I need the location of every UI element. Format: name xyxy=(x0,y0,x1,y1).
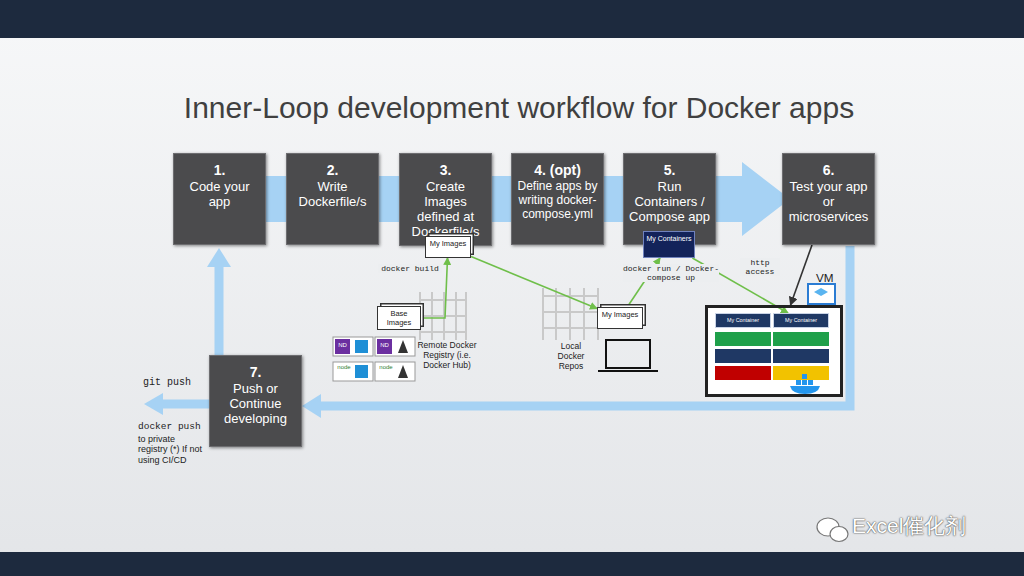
step-number: 4. (opt) xyxy=(516,162,599,179)
image-logos xyxy=(355,340,368,353)
container-card: My Containers xyxy=(643,231,695,258)
logo-text: ND xyxy=(377,342,392,349)
node-text: Write Dockerfile/s xyxy=(291,179,374,209)
node-text: Base Images xyxy=(379,309,419,327)
return-loop xyxy=(215,264,224,355)
vm-interior xyxy=(715,366,771,380)
connector xyxy=(471,257,597,309)
step-number: 7. xyxy=(214,364,297,381)
image-logos xyxy=(333,337,373,356)
step-number: 1. xyxy=(178,162,261,179)
command-label: git push xyxy=(143,377,203,389)
process-box: 2.Write Dockerfile/s xyxy=(286,153,379,245)
access-label: http access xyxy=(740,258,780,276)
vm-interior xyxy=(708,308,840,394)
vm-host: VMMy ContainerMy Container xyxy=(705,305,843,397)
loop-arrowheads xyxy=(144,393,163,415)
vm-interior xyxy=(773,366,829,380)
process-box: 6.Test your app or microservices xyxy=(782,153,875,245)
docker-whale xyxy=(790,374,820,394)
node-text: My Container xyxy=(774,314,828,326)
repo-label: Local Docker Repos xyxy=(549,342,593,371)
process-box: 7.Push or Continue developing xyxy=(209,355,302,447)
docker-whale xyxy=(802,374,807,379)
local-repo-rack xyxy=(543,288,598,340)
return-loop xyxy=(162,400,209,409)
node-text: My Containers xyxy=(645,234,693,243)
process-box: 4. (opt)Define apps by writing docker-co… xyxy=(511,153,604,245)
logo-text: node xyxy=(333,364,355,371)
node-text: My Images xyxy=(427,239,469,248)
node-text: Create Images defined at Dockerfile/s xyxy=(404,179,487,239)
image-logos xyxy=(335,339,350,354)
container-cell: My Container xyxy=(715,313,771,328)
step-number: 6. xyxy=(787,162,870,179)
return-loop xyxy=(318,246,850,406)
node-text: VM xyxy=(816,271,948,284)
image-logos xyxy=(375,337,415,356)
vm-icon xyxy=(814,288,828,296)
command-label: docker run / Docker-compose up xyxy=(623,264,719,282)
loop-arrowheads xyxy=(207,248,231,267)
vm-interior xyxy=(773,332,829,346)
step-number: 3. xyxy=(404,162,487,179)
image-logos xyxy=(333,362,373,381)
docker-whale xyxy=(796,380,801,385)
top-bar xyxy=(0,0,1024,38)
bottom-bar xyxy=(0,552,1024,576)
wechat-icon xyxy=(830,527,848,542)
image-card: Base Images xyxy=(377,306,421,330)
image-card: My Images xyxy=(597,307,643,329)
node-text: Code your app xyxy=(178,179,261,209)
remote-registry-rack xyxy=(420,292,466,340)
image-logos xyxy=(355,365,368,378)
command-label: docker build xyxy=(378,264,442,273)
local-repo-rack xyxy=(543,288,598,340)
docker-whale xyxy=(790,386,820,394)
watermark: Excel催化剂 xyxy=(852,514,1002,538)
process-box: 3.Create Images defined at Dockerfile/s xyxy=(399,153,492,246)
container-cell: My Container xyxy=(773,313,829,328)
title: Inner-Loop development workflow for Dock… xyxy=(0,91,1024,125)
laptop xyxy=(606,340,650,368)
vm-interior xyxy=(708,308,840,394)
node-text: Define apps by writing docker-compose.ym… xyxy=(516,179,599,221)
logo-text: node xyxy=(375,364,397,371)
docker-whale xyxy=(802,380,807,385)
vm-interior xyxy=(715,349,771,363)
docker-whale xyxy=(808,380,813,385)
node-text: My Images xyxy=(599,310,641,319)
step-number: 2. xyxy=(291,162,374,179)
logo-text: ND xyxy=(335,342,350,349)
command-label: docker push xyxy=(138,422,218,433)
registry-label: Remote Docker Registry (i.e. Docker Hub) xyxy=(414,341,480,370)
vm-interior xyxy=(715,332,771,346)
loop-arrowheads xyxy=(302,394,321,418)
image-card: My Images xyxy=(425,236,471,258)
note-text: to private registry (*) If not using CI/… xyxy=(138,434,204,465)
node-text: Test your app or microservices xyxy=(787,179,870,224)
process-box: 1.Code your app xyxy=(173,153,266,245)
image-logos xyxy=(377,339,392,354)
node-text: My Container xyxy=(716,314,770,326)
remote-registry-rack xyxy=(420,292,466,340)
step-number: 5. xyxy=(628,162,711,179)
image-logos xyxy=(398,340,408,353)
node-text: Push or Continue developing xyxy=(214,381,297,426)
wechat-icon xyxy=(817,518,848,542)
connector xyxy=(791,245,813,305)
vm-icon xyxy=(808,284,835,304)
image-logos xyxy=(333,337,415,381)
image-logos xyxy=(375,362,415,381)
laptop xyxy=(598,340,658,371)
vm-interior xyxy=(773,349,829,363)
laptop xyxy=(598,370,658,372)
node-text: Run Containers / Compose app xyxy=(628,179,711,224)
image-logos xyxy=(398,365,408,378)
